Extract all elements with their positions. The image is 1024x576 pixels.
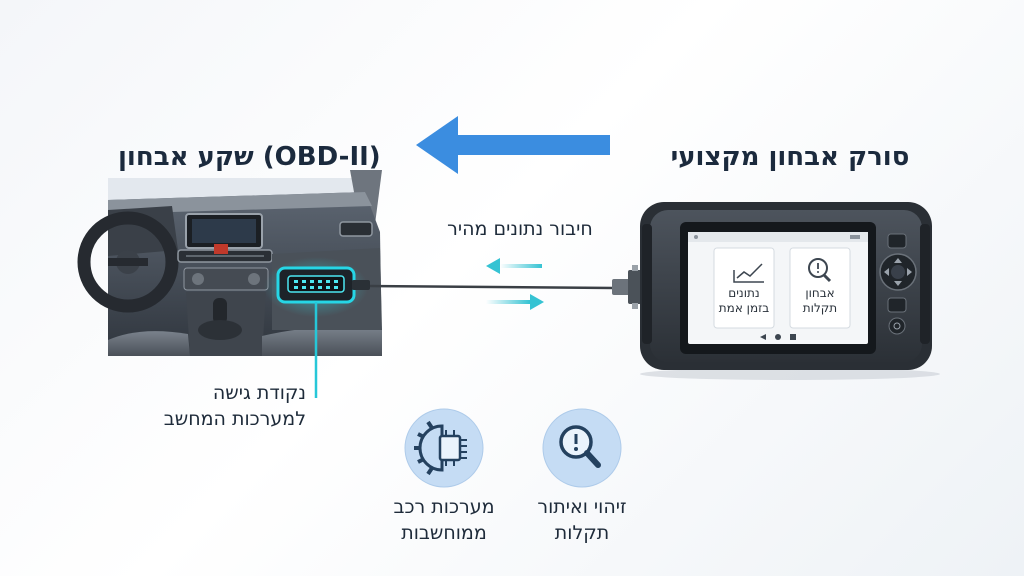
data-flow-arrow-right-icon: [486, 294, 544, 310]
feature-fault-detection: זיהוי ואיתור תקלות: [512, 494, 652, 546]
obd-socket-title: שקע אבחון (OBD-II): [118, 142, 381, 172]
magnifier-alert-small-icon: [808, 258, 832, 283]
line-graph-icon: [733, 263, 764, 283]
feature-computerized-systems: מערכות רכב ממוחשבות: [374, 494, 514, 546]
connection-label: חיבור נתונים מהיר: [447, 218, 593, 240]
feature-label: זיהוי ואיתור: [537, 496, 627, 518]
feature-label: ממוחשבות: [401, 522, 487, 544]
tile-label: תקלות: [802, 301, 838, 315]
callout-line2: למערכות המחשב: [163, 408, 306, 430]
tile-label: אבחון: [805, 286, 835, 300]
magnifier-alert-icon: [542, 408, 622, 488]
callout-line1: נקודת גישה: [212, 382, 306, 404]
feature-label: מערכות רכב: [393, 496, 495, 518]
diagnostic-scanner-device: [640, 202, 940, 380]
data-flow-arrow-left-icon: [486, 258, 542, 274]
chip-gear-icon: [404, 408, 484, 488]
scanner-title: סורק אבחון מקצועי: [670, 142, 910, 172]
big-arrow-left-icon: [416, 116, 610, 174]
feature-label: תקלות: [554, 522, 610, 544]
tile-label: בזמן אמת: [718, 301, 770, 315]
tile-label: נתונים: [728, 286, 760, 300]
realtime-data-tile: נתונים בזמן אמת: [714, 286, 774, 316]
fault-diagnosis-tile: אבחון תקלות: [790, 286, 850, 316]
data-cable: [369, 265, 642, 309]
access-point-callout: נקודת גישה למערכות המחשב: [150, 380, 306, 432]
